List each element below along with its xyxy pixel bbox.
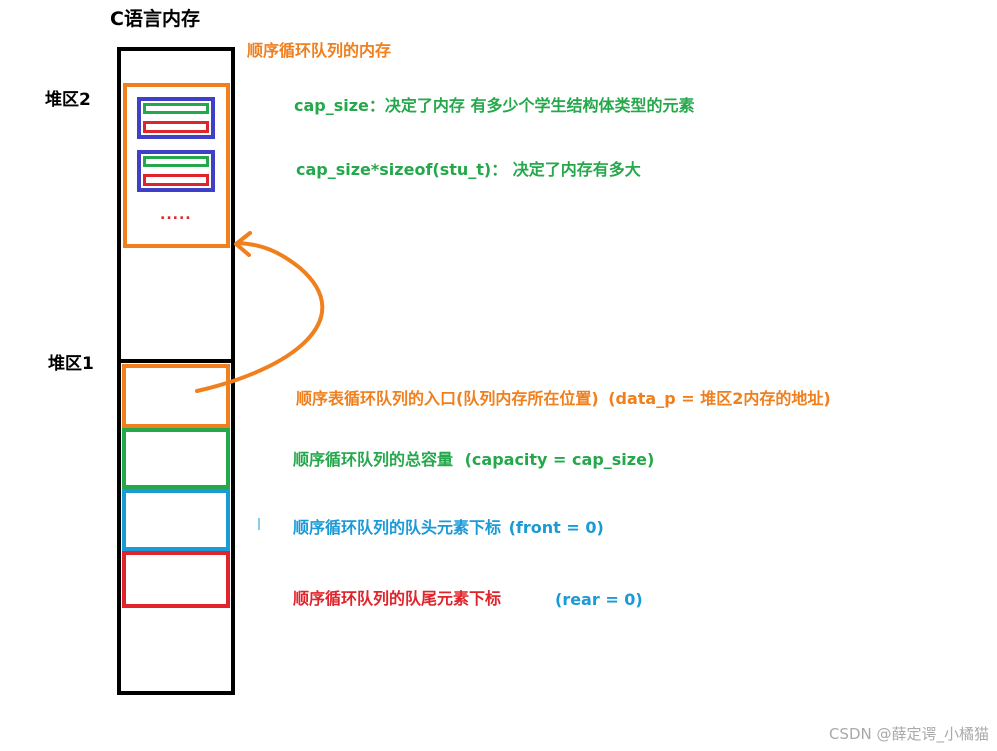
- capacity-cell: [122, 428, 230, 489]
- struct-field-1: [143, 156, 209, 167]
- front-note: 顺序循环队列的队头元素下标 (front = 0): [293, 514, 604, 538]
- heap2-label: 堆区2: [45, 90, 91, 110]
- heap1-label: 堆区1: [48, 354, 94, 374]
- capacity-note-value: (capacity = cap_size): [464, 450, 655, 469]
- entry-note: 顺序表循环队列的入口(队列内存所在位置) (data_p = 堆区2内存的地址): [296, 385, 831, 409]
- struct-field-2: [143, 121, 209, 133]
- entry-note-value: (data_p = 堆区2内存的地址): [608, 389, 831, 408]
- queue-memory-block: [123, 83, 230, 248]
- capacity-note: 顺序循环队列的总容量 (capacity = cap_size): [293, 446, 654, 470]
- heap-divider: [117, 359, 235, 363]
- rear-note-text: 顺序循环队列的队尾元素下标: [293, 589, 502, 608]
- front-note-value: (front = 0): [508, 518, 604, 537]
- rear-index-cell: [122, 551, 230, 608]
- memory-column: [117, 47, 235, 695]
- student-struct-1: [137, 97, 215, 139]
- cap-size-note: cap_size：决定了内存 有多少个学生结构体类型的元素: [294, 96, 695, 115]
- watermark: CSDN @薛定谔_小橘猫: [828, 725, 989, 743]
- rear-note-value: (rear = 0): [555, 590, 643, 609]
- student-struct-2: [137, 150, 215, 192]
- front-index-cell: [122, 489, 230, 551]
- struct-field-2: [143, 174, 209, 186]
- diagram-title: C语言内存: [110, 8, 200, 30]
- entry-note-text: 顺序表循环队列的入口(队列内存所在位置): [296, 389, 599, 408]
- queue-memory-label: 顺序循环队列的内存: [247, 41, 392, 60]
- entry-pointer-cell: [122, 364, 230, 428]
- ellipsis-more-elements: .....: [160, 207, 192, 223]
- struct-field-1: [143, 103, 209, 114]
- front-note-text: 顺序循环队列的队头元素下标: [293, 518, 502, 537]
- cap-size-bytes-note: cap_size*sizeof(stu_t)： 决定了内存有多大: [296, 160, 641, 179]
- capacity-note-text: 顺序循环队列的总容量: [293, 450, 454, 469]
